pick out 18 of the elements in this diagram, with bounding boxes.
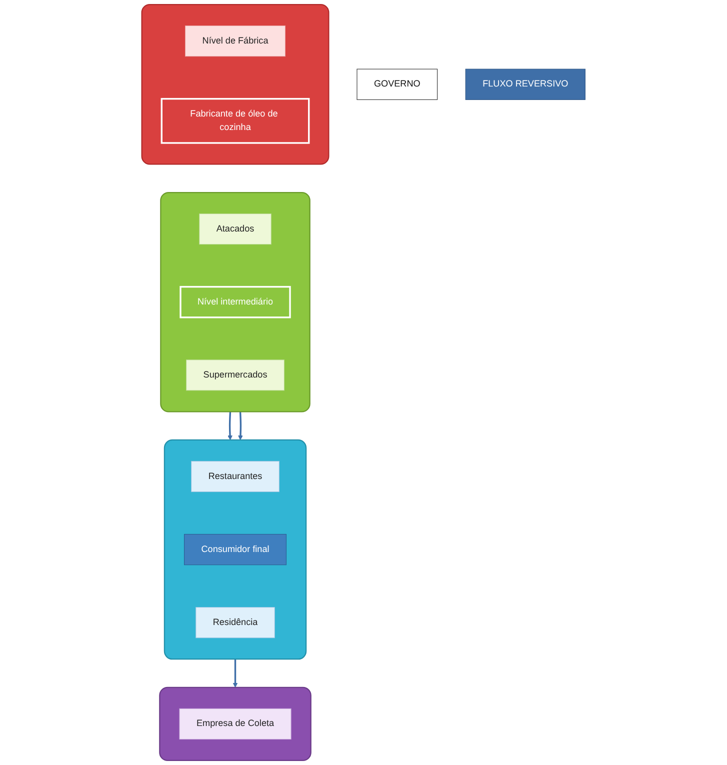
- cluster: [159, 686, 312, 762]
- node-box: GOVERNO: [356, 68, 438, 100]
- node-box: Restaurantes: [191, 460, 280, 492]
- node-box: Nível intermediário: [180, 286, 291, 318]
- node-box: Consumidor final: [184, 534, 287, 566]
- cluster: [164, 439, 307, 660]
- node-box: Fabricante de óleo de cozinha: [160, 98, 310, 144]
- node-box: Residência: [196, 607, 275, 638]
- arrow: [228, 412, 233, 440]
- cluster: [141, 4, 330, 165]
- node-box: FLUXO REVERSIVO: [465, 68, 586, 100]
- arrow: [238, 412, 243, 440]
- cluster: [160, 192, 310, 412]
- node-box: Supermercados: [186, 360, 284, 391]
- node-box: Atacados: [199, 213, 272, 245]
- arrow: [232, 659, 238, 688]
- node-box: Empresa de Coleta: [179, 708, 292, 740]
- node-box: Nível de Fábrica: [185, 25, 286, 57]
